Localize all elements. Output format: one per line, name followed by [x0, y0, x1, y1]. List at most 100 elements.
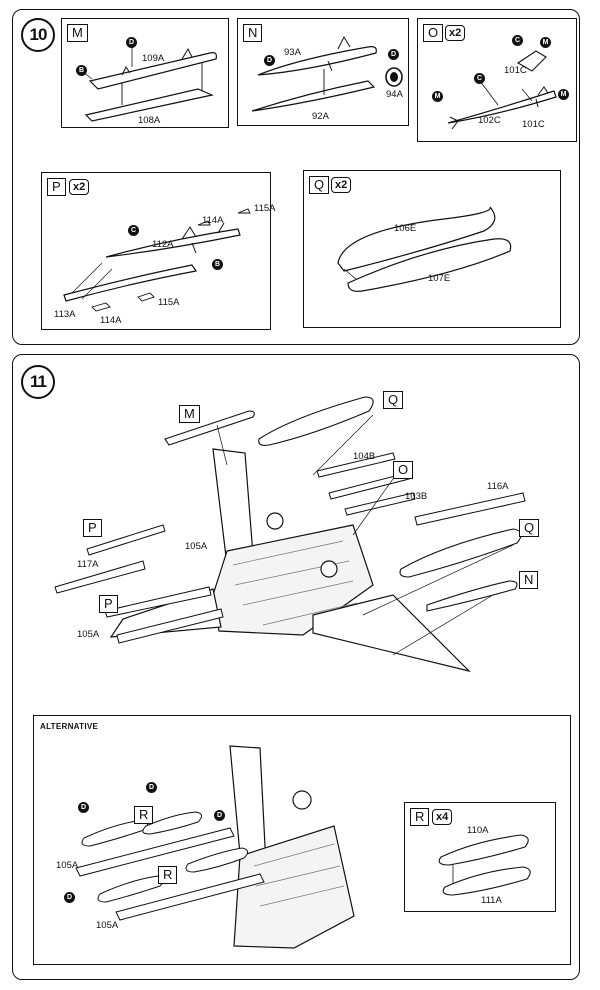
- alt-fuselage: [234, 826, 354, 948]
- tag-n: N: [519, 571, 539, 589]
- panel-n-label: N: [243, 24, 263, 42]
- alternative-title: ALTERNATIVE: [40, 722, 99, 731]
- part-92a: 92A: [312, 111, 329, 122]
- panel-o-drawing: [418, 19, 576, 141]
- callout-d: D: [388, 49, 399, 60]
- part-109a: 109A: [142, 53, 165, 64]
- part-110a: 110A: [467, 825, 489, 836]
- panel-r-quantity: x4: [432, 809, 453, 825]
- missile-102c-body: [448, 91, 556, 123]
- callout-d: D: [214, 810, 225, 821]
- panel-p-quantity: x2: [69, 179, 90, 195]
- assembly-arrow: [122, 63, 202, 105]
- panel-n-drawing: [238, 19, 408, 125]
- panel-r: R x4 110A 111A: [404, 802, 556, 912]
- panel-q-quantity: x2: [331, 177, 352, 193]
- part-104b: 104B: [353, 451, 376, 462]
- part-101c: 101C: [504, 65, 527, 76]
- tag-m: M: [179, 405, 200, 423]
- pylon-108a-body: [86, 89, 212, 121]
- callout-d: D: [146, 782, 157, 793]
- panel-m-label: M: [67, 24, 88, 42]
- part-108a: 108A: [138, 115, 161, 126]
- panel-m: M D B 109A 108A: [61, 18, 229, 128]
- alternative-panel: ALTERNATIVE D D D D R R 105A 105A R x4: [33, 715, 571, 965]
- missile-109a-fins: [122, 49, 192, 75]
- callout-d: D: [126, 37, 137, 48]
- store-o-missiles: [317, 453, 415, 515]
- alternative-drawing: [34, 716, 570, 964]
- step-10-number: 10: [21, 18, 55, 52]
- part-115a: 115A: [254, 203, 276, 214]
- part-107e: 107E: [428, 273, 451, 284]
- callout-d: D: [78, 802, 89, 813]
- callout-b: B: [212, 259, 223, 270]
- callout-c: C: [128, 225, 139, 236]
- panel-p-drawing: [42, 173, 270, 329]
- tag-q: Q: [383, 391, 404, 409]
- panel-o-label: O: [423, 24, 444, 42]
- callout-d: D: [64, 892, 75, 903]
- pylon-113a-body: [64, 265, 196, 301]
- tank-107e-half: [348, 239, 511, 292]
- store-n-missile: [427, 581, 517, 611]
- tag-r: R: [134, 806, 154, 824]
- store-m-missile: [165, 411, 254, 445]
- callout-b: B: [76, 65, 87, 76]
- store-p-missiles-left: [55, 525, 223, 643]
- part-114a: 114A: [202, 215, 224, 226]
- store-q-tank-right: [400, 529, 521, 577]
- part-117a: 117A: [77, 559, 99, 570]
- callout-m: M: [558, 89, 569, 100]
- alt-bomb: [186, 848, 248, 872]
- panel-r-label: R: [410, 808, 430, 826]
- panel-o: O x2 C M C M M 101C 102C 101C: [417, 18, 577, 142]
- panel-m-drawing: [62, 47, 228, 127]
- tank-106e-half: [338, 207, 495, 271]
- missile-93a-body: [258, 47, 376, 75]
- store-q-tank-top: [259, 397, 373, 445]
- tag-o: O: [393, 461, 414, 479]
- callout-c: C: [474, 73, 485, 84]
- right-wing: [313, 595, 469, 671]
- part-94a: 94A: [386, 89, 403, 100]
- part-114a: 114A: [100, 315, 122, 326]
- callout-c: C: [512, 35, 523, 46]
- part-111a: 111A: [481, 895, 502, 906]
- panel-p-label: P: [47, 178, 66, 196]
- panel-o-quantity: x2: [445, 25, 466, 41]
- pylon-92a-body: [252, 81, 374, 111]
- alt-bomb: [98, 876, 164, 902]
- part-93a: 93A: [284, 47, 301, 58]
- callout-m: M: [432, 91, 443, 102]
- fin-114a: [92, 221, 210, 311]
- part-105a: 105A: [56, 860, 79, 871]
- callout-d: D: [264, 55, 275, 66]
- step-11-number: 11: [21, 365, 55, 399]
- aircraft-wing-assembly-drawing: [13, 355, 579, 715]
- part-112a: 112A: [152, 239, 174, 250]
- part-113a: 113A: [54, 309, 76, 320]
- alt-bomb: [143, 812, 202, 834]
- bomb-111a: [443, 867, 530, 895]
- pylon-116a: [415, 493, 525, 525]
- tag-r: R: [158, 866, 178, 884]
- missile-109a-body: [90, 53, 216, 89]
- tag-p: P: [83, 519, 102, 537]
- missile-112a-body: [106, 229, 240, 257]
- part-106e: 106E: [394, 223, 417, 234]
- step-10-frame: 10 M D B 109A 108A N D D 93A 92A 94A: [12, 9, 580, 345]
- tag-q: Q: [519, 519, 540, 537]
- part-105a: 105A: [185, 541, 208, 552]
- part-105a: 105A: [96, 920, 119, 931]
- panel-q-drawing: [304, 171, 560, 327]
- fin-115a: [138, 209, 250, 301]
- panel-q: Q x2 106E 107E: [303, 170, 561, 328]
- part-102c: 102C: [478, 115, 501, 126]
- part-103b: 103B: [405, 491, 428, 502]
- pylon-101c-top: [518, 51, 546, 71]
- step-11-frame: 11 M Q O P P Q N 104B 103B 116A 117A 105…: [12, 354, 580, 980]
- panel-p: P x2 C B 112A 114A 115A 113A 114A 115A: [41, 172, 275, 330]
- part-115a: 115A: [158, 297, 180, 308]
- part-116a: 116A: [487, 481, 509, 492]
